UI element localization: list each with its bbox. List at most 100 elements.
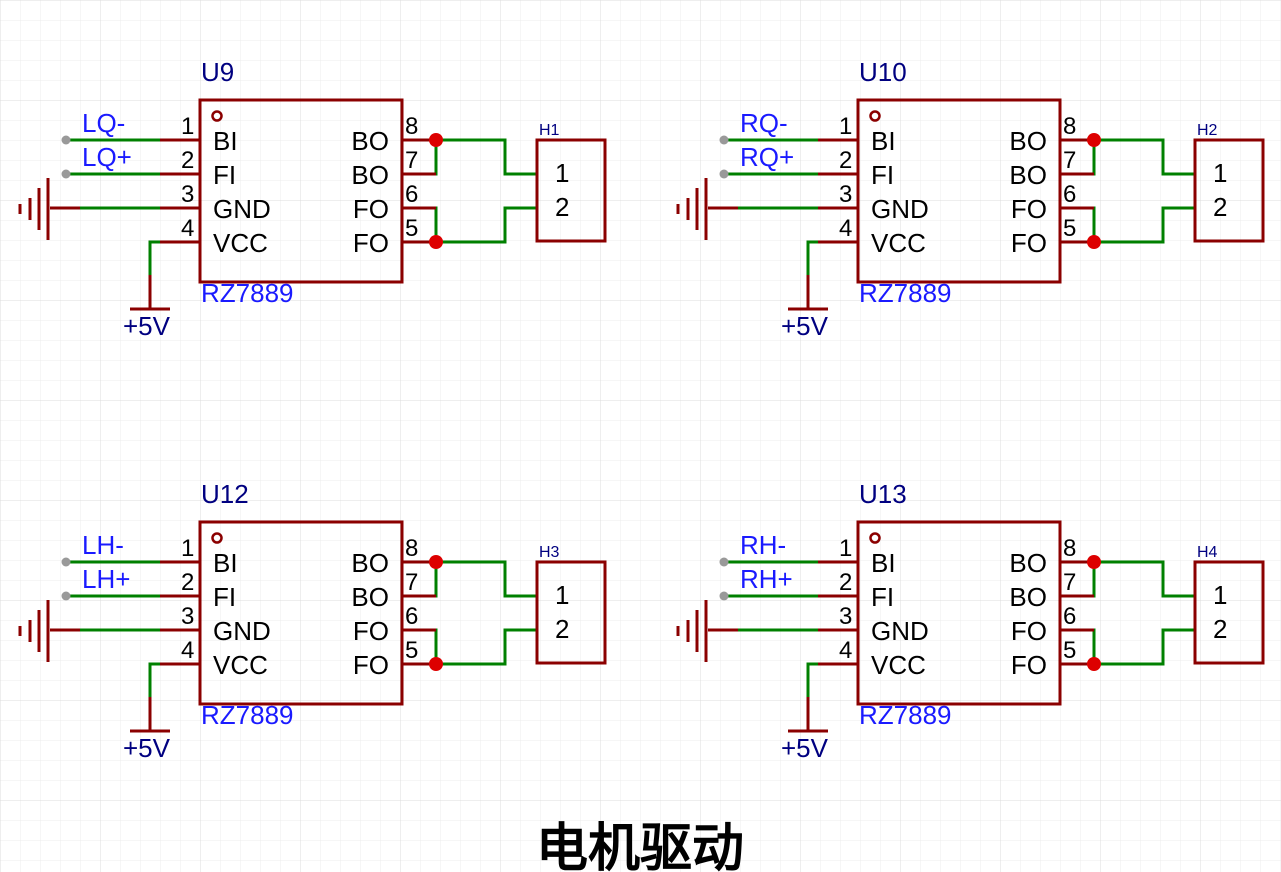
power-symbol-icon[interactable] [130,697,170,733]
pin-number: 7 [1063,569,1076,596]
net-port-icon[interactable] [61,557,71,567]
wire-vcc[interactable] [148,240,160,275]
pin-name: FO [353,228,389,258]
ic-body[interactable] [198,520,404,706]
wire-vcc[interactable] [806,240,818,275]
ic-body[interactable] [856,520,1062,706]
pin-name: BO [351,548,389,578]
pin-name: BI [871,548,896,578]
ic-value[interactable]: RZ7889 [201,700,294,730]
motor-driver-block-u9: U9 RZ7889 1 2 3 4 BI FI GND VCC 8 7 6 5 … [18,57,607,341]
wire-bo-to-connector[interactable] [436,138,537,176]
wire-fo-to-connector[interactable] [436,206,537,244]
power-symbol-icon[interactable] [788,697,828,733]
wire-fo-to-connector[interactable] [1094,628,1195,666]
net-label-plus[interactable]: LH+ [82,564,130,594]
wire-vcc[interactable] [148,662,160,697]
connector-body[interactable] [535,138,607,243]
ic-refdes[interactable]: U13 [859,479,907,509]
ic-body[interactable] [856,98,1062,284]
power-label[interactable]: +5V [781,733,829,763]
pin-number: 2 [181,569,194,596]
pin-number: 8 [405,113,418,140]
net-port-icon[interactable] [719,557,729,567]
pin-number: 7 [1063,147,1076,174]
pin-name: VCC [213,650,268,680]
pin-number: 2 [181,147,194,174]
pin-name: GND [871,194,929,224]
connector-pin-number: 1 [1213,580,1227,610]
net-port-icon[interactable] [719,135,729,145]
pin-number: 5 [405,215,418,242]
pin-name: BO [1009,160,1047,190]
pin-name: FO [1011,616,1047,646]
pin-number: 4 [181,637,194,664]
motor-driver-block-u13: U13 RZ7889 1 2 3 4 BI FI GND VCC 8 7 6 5… [676,479,1265,763]
pin1-marker-icon [211,532,223,544]
connector-refdes[interactable]: H4 [1197,544,1218,561]
motor-driver-block-u10: U10 RZ7889 1 2 3 4 BI FI GND VCC 8 7 6 5… [676,57,1265,341]
junction-dot [1087,235,1101,249]
pin-name: FO [1011,228,1047,258]
motor-driver-block-u12: U12 RZ7889 1 2 3 4 BI FI GND VCC 8 7 6 5… [18,479,607,763]
ground-icon[interactable] [18,178,80,240]
ground-icon[interactable] [18,600,80,662]
connector-pin-number: 1 [555,580,569,610]
pin-number: 8 [1063,535,1076,562]
net-label-plus[interactable]: RQ+ [740,142,794,172]
connector-pin-number: 2 [555,614,569,644]
net-label-plus[interactable]: RH+ [740,564,793,594]
net-port-icon[interactable] [61,135,71,145]
wire-fo-to-connector[interactable] [1094,206,1195,244]
ic-refdes[interactable]: U10 [859,57,907,87]
pin-number: 2 [839,147,852,174]
connector-body[interactable] [1193,138,1265,243]
wire-vcc[interactable] [806,662,818,697]
net-label-plus[interactable]: LQ+ [82,142,132,172]
connector-refdes[interactable]: H2 [1197,122,1218,139]
ic-refdes[interactable]: U12 [201,479,249,509]
net-label-minus[interactable]: RH- [740,530,786,560]
pin-name: FO [353,616,389,646]
ic-value[interactable]: RZ7889 [201,278,294,308]
wire-bo-to-connector[interactable] [436,560,537,598]
pin-name: FI [871,582,894,612]
net-label-minus[interactable]: LQ- [82,108,125,138]
ic-body[interactable] [198,98,404,284]
power-symbol-icon[interactable] [130,275,170,311]
connector-refdes[interactable]: H3 [539,544,560,561]
pin-number: 3 [181,603,194,630]
net-port-icon[interactable] [719,591,729,601]
ic-refdes[interactable]: U9 [201,57,234,87]
pin-name: FO [1011,650,1047,680]
net-label-minus[interactable]: LH- [82,530,124,560]
power-label[interactable]: +5V [123,733,171,763]
connector-body[interactable] [1193,560,1265,665]
power-label[interactable]: +5V [781,311,829,341]
net-port-icon[interactable] [61,591,71,601]
power-label[interactable]: +5V [123,311,171,341]
net-label-minus[interactable]: RQ- [740,108,788,138]
pin-name: BO [1009,126,1047,156]
ground-icon[interactable] [676,600,738,662]
wire-fo-to-connector[interactable] [436,628,537,666]
ic-value[interactable]: RZ7889 [859,278,952,308]
pin-number: 6 [1063,603,1076,630]
connector-body[interactable] [535,560,607,665]
ground-icon[interactable] [676,178,738,240]
pin-number: 1 [839,113,852,140]
wire-bo-to-connector[interactable] [1094,560,1195,598]
pin-name: BO [351,582,389,612]
connector-refdes[interactable]: H1 [539,122,560,139]
net-port-icon[interactable] [719,169,729,179]
pin-name: GND [213,616,271,646]
net-port-icon[interactable] [61,169,71,179]
ic-value[interactable]: RZ7889 [859,700,952,730]
connector-pin-number: 1 [555,158,569,188]
power-symbol-icon[interactable] [788,275,828,311]
wire-bo-to-connector[interactable] [1094,138,1195,176]
blocks-layer: U9 RZ7889 1 2 3 4 BI FI GND VCC 8 7 6 5 … [18,57,1265,763]
pin-number: 3 [839,603,852,630]
